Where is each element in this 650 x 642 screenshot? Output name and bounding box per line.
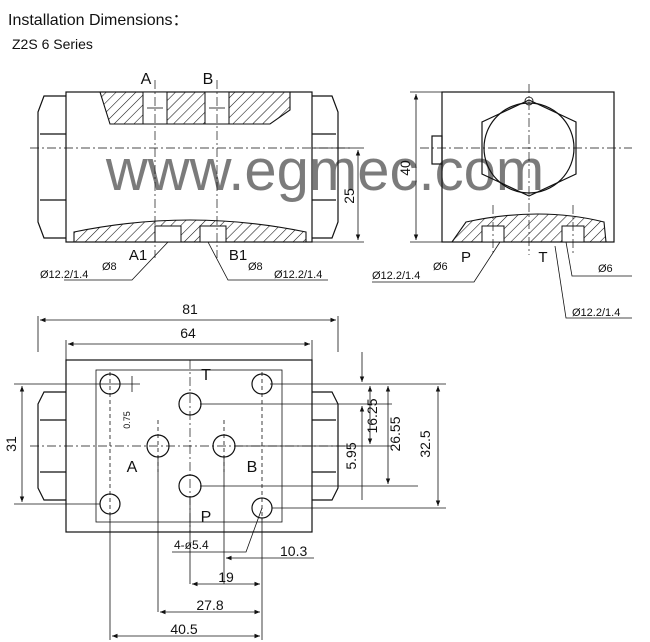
dim-325: 32.5: [417, 430, 433, 457]
page-title: Installation Dimensions：: [8, 12, 189, 29]
front-port-b: B: [203, 71, 214, 88]
side-view: 40 P T Ø12.2/1.4 Ø6 Ø6 Ø12.2/1.4: [372, 84, 632, 319]
front-bottom-section: [73, 219, 307, 243]
dim-81: 81: [182, 301, 198, 317]
dim-64: 64: [180, 325, 196, 341]
dim-2655: 26.55: [387, 416, 403, 451]
dim-19: 19: [218, 569, 234, 585]
side-callout-t-outer: Ø12.2/1.4: [572, 307, 620, 319]
front-port-b1: B1: [229, 247, 247, 264]
mount-hole-tr: [251, 373, 273, 395]
dim-holes: 4-ø5.4: [174, 538, 209, 552]
front-callout-a1-inner: Ø8: [102, 261, 117, 273]
bottom-port-t: T: [201, 367, 211, 384]
front-callout-b1-inner: Ø8: [248, 261, 263, 273]
dim-405: 40.5: [170, 621, 197, 637]
side-port-t: T: [538, 249, 547, 266]
dim-278: 27.8: [196, 597, 223, 613]
series-label: Z2S 6 Series: [12, 36, 93, 52]
front-port-a: A: [141, 71, 152, 88]
front-left-nut: [37, 95, 66, 239]
side-port-p: P: [461, 249, 471, 266]
watermark-text: www.egmec.com: [105, 138, 544, 203]
side-callout-t-inner: Ø6: [598, 263, 613, 275]
bottom-view: 81 64 31 0.75 16.25 5.95 26.55 32.5: [3, 301, 446, 640]
dim-1625: 16.25: [364, 398, 380, 433]
dim-25: 25: [341, 188, 357, 204]
side-callout-p-inner: Ø6: [433, 261, 448, 273]
front-view: 25 A B A1 B1 Ø12.2/1.4 Ø8 Ø8 Ø12.2/1.4: [30, 71, 364, 281]
front-right-nut: [312, 95, 339, 239]
dim-40: 40: [397, 160, 413, 176]
front-callout-a1-outer: Ø12.2/1.4: [40, 269, 88, 281]
dim-075: 0.75: [122, 411, 132, 429]
dim-103: 10.3: [280, 543, 307, 559]
bottom-port-p: P: [201, 509, 212, 526]
front-port-a1: A1: [129, 247, 147, 264]
bottom-port-a: A: [127, 459, 138, 476]
side-callout-p-outer: Ø12.2/1.4: [372, 270, 420, 282]
dim-595: 5.95: [343, 442, 359, 469]
dim-31: 31: [3, 436, 19, 452]
front-callout-b1-outer: Ø12.2/1.4: [274, 269, 322, 281]
bottom-port-b: B: [247, 459, 258, 476]
side-hex-nut: [481, 99, 577, 197]
front-top-section: [99, 91, 291, 125]
mount-hole-bl: [99, 493, 121, 515]
